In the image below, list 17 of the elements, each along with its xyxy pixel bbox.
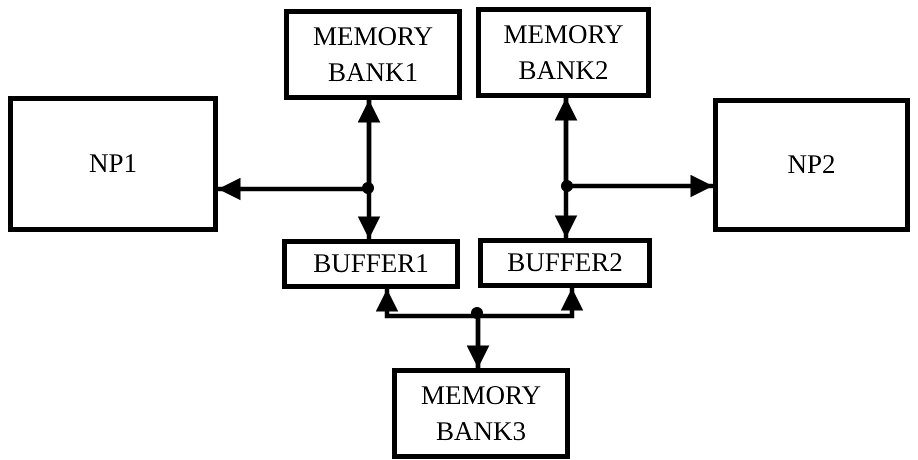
block-label: NP2 — [787, 148, 836, 182]
block-box — [282, 239, 460, 289]
arrow — [554, 98, 713, 198]
block-box — [284, 9, 462, 100]
block-box — [713, 98, 910, 232]
block-box — [476, 7, 651, 98]
block-label: BUFFER2 — [507, 246, 623, 280]
arrow — [466, 288, 584, 368]
block-box — [478, 238, 652, 288]
block-label: MEMORY BANK1 — [312, 20, 434, 88]
block-box — [392, 368, 570, 459]
block-label: MEMORY BANK2 — [502, 18, 625, 86]
block-label: BUFFER1 — [313, 247, 429, 280]
block-box — [8, 96, 218, 232]
arrow — [218, 100, 380, 200]
block-label: NP1 — [88, 147, 137, 180]
block-label: MEMORY BANK3 — [420, 379, 542, 448]
